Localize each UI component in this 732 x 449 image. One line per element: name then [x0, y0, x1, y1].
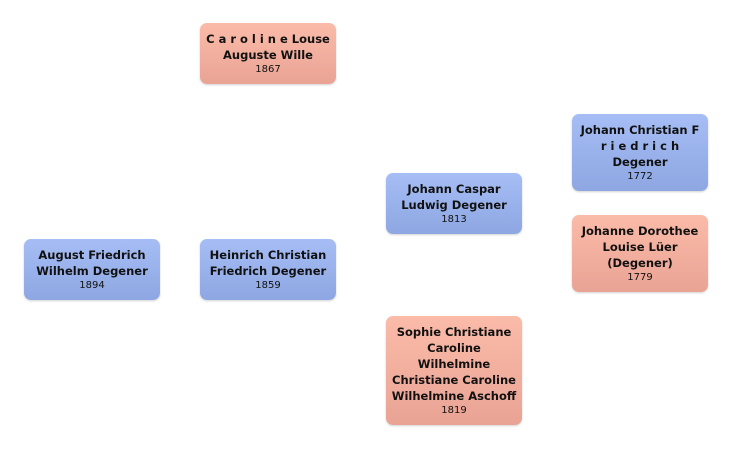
person-card-johann-christian-degener[interactable]: Johann Christian F r i e d r i c h Degen…	[572, 114, 708, 191]
person-name-line: Christiane Caroline	[392, 373, 516, 387]
person-card-johanne-dorothee-lueer[interactable]: Johanne Dorothee Louise Lüer (Degener) 1…	[572, 215, 708, 292]
person-name-line: Sophie Christiane	[396, 325, 512, 339]
person-card-heinrich-degener[interactable]: Heinrich Christian Friedrich Degener 185…	[200, 239, 336, 300]
person-year: 1772	[627, 171, 653, 182]
person-card-sophie-aschoff[interactable]: Sophie Christiane Caroline Wilhelmine Ch…	[386, 316, 522, 425]
person-year: 1894	[79, 280, 105, 291]
person-year: 1859	[255, 280, 281, 291]
person-name-line: Friedrich Degener	[209, 264, 327, 278]
person-name-line: Caroline	[427, 341, 481, 355]
person-name-line: C a r o l i n e Louse	[206, 32, 330, 46]
person-name-line: Ludwig Degener	[401, 198, 507, 212]
person-name-line: (Degener)	[607, 256, 673, 270]
person-name-line: Heinrich Christian	[209, 248, 327, 262]
person-name-line: Wilhelmine Aschoff	[391, 389, 517, 403]
person-name-line: Wilhelm Degener	[36, 264, 148, 278]
person-year: 1779	[627, 272, 653, 283]
person-year: 1813	[441, 214, 467, 225]
person-name-line: Johanne Dorothee	[581, 224, 699, 238]
person-year: 1867	[255, 64, 281, 75]
person-name-line: Auguste Wille	[223, 48, 313, 62]
person-name-line: Degener	[612, 155, 668, 169]
person-name-line: August Friedrich	[38, 248, 146, 262]
person-name-line: Wilhelmine	[417, 357, 491, 371]
person-name-line: Louise Lüer	[602, 240, 678, 254]
person-card-caroline-wille[interactable]: C a r o l i n e Louse Auguste Wille 1867	[200, 23, 336, 84]
person-card-august-degener[interactable]: August Friedrich Wilhelm Degener 1894	[24, 239, 160, 300]
person-name-line: Johann Christian F	[580, 123, 700, 137]
person-year: 1819	[441, 405, 467, 416]
person-card-johann-caspar-degener[interactable]: Johann Caspar Ludwig Degener 1813	[386, 173, 522, 234]
person-name-line: Johann Caspar	[407, 182, 501, 196]
person-name-line: r i e d r i c h	[600, 139, 680, 153]
